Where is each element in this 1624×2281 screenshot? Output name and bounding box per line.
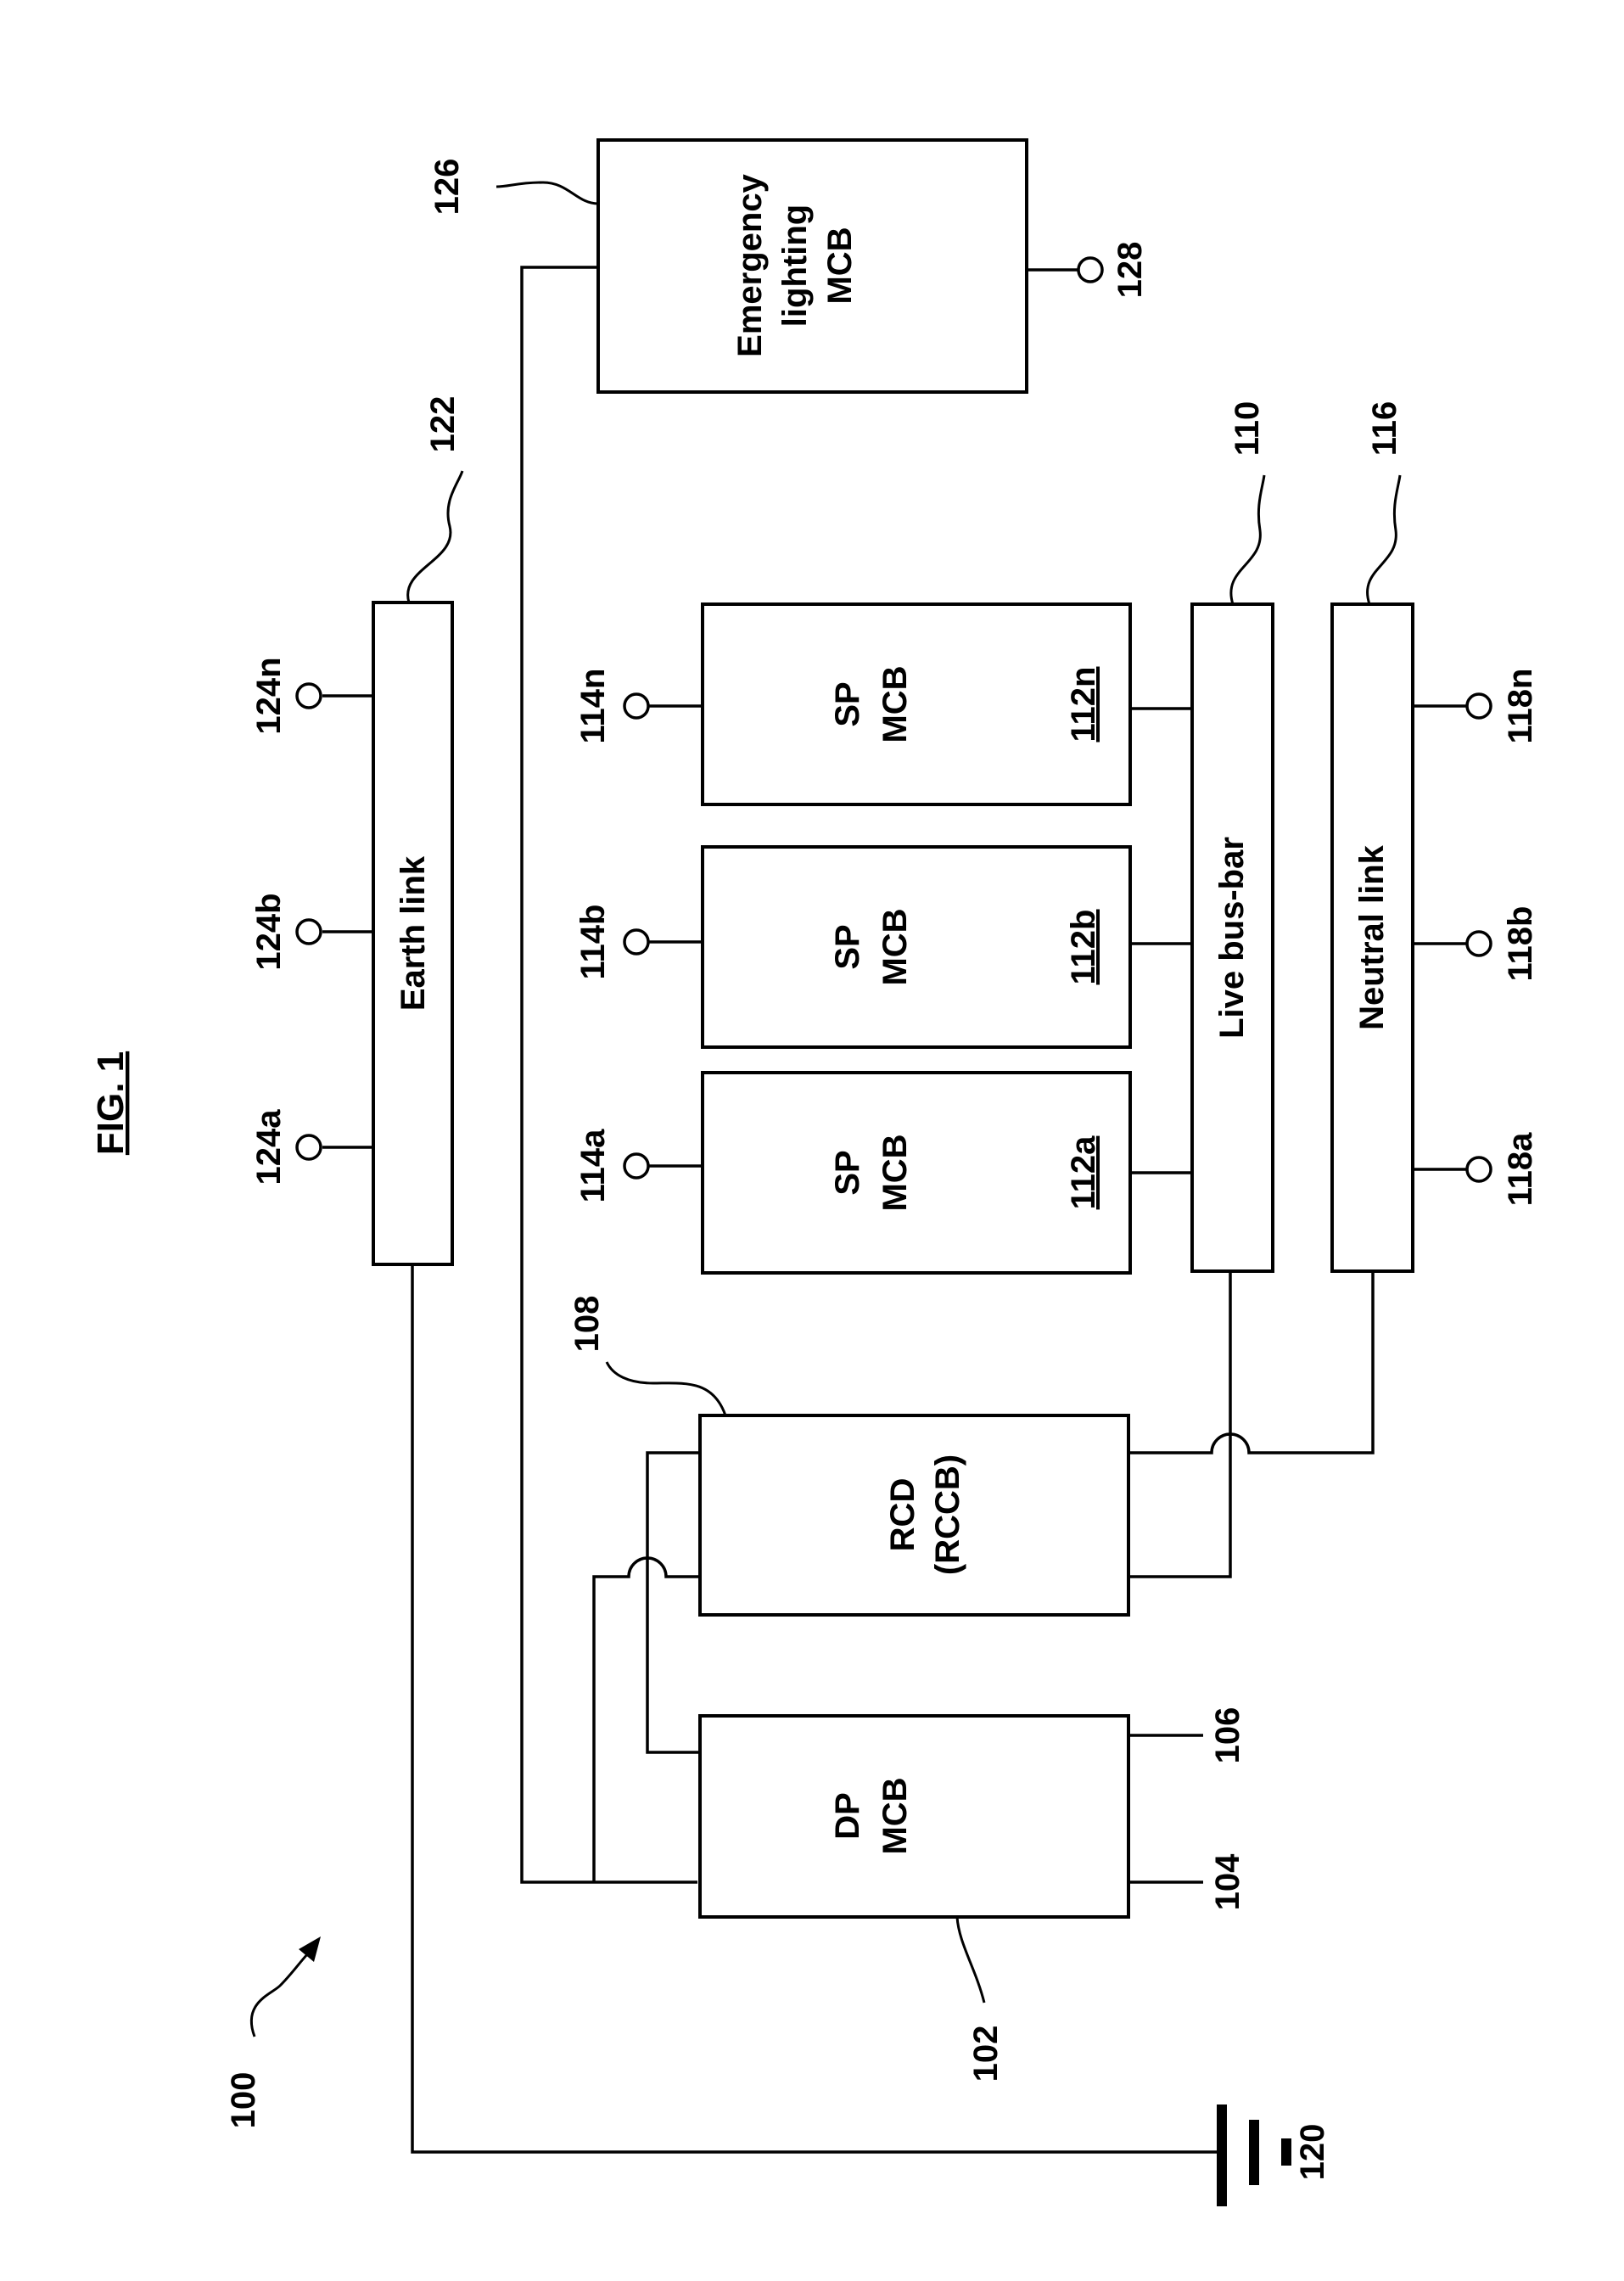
dp-terminal-b-label: 106 bbox=[1209, 1707, 1246, 1764]
dp-mcb: DP MCB bbox=[700, 1716, 1128, 1917]
earth-terminal-a-label: 124a bbox=[250, 1109, 288, 1185]
ground-ref: 120 bbox=[1294, 2124, 1331, 2181]
sp-mcb-a-id: 112a bbox=[1065, 1135, 1102, 1210]
emergency-mcb-line2: lighting bbox=[776, 205, 814, 327]
earth-terminal-a: 124a bbox=[250, 1109, 373, 1185]
earth-wire bbox=[412, 1264, 1222, 2152]
neutral-terminal-b: 118b bbox=[1413, 906, 1539, 982]
earth-link: Earth link bbox=[373, 602, 452, 1264]
sp-mcb-n-line2: MCB bbox=[876, 665, 914, 743]
figure-ref-label: 100 bbox=[225, 2072, 262, 2129]
rcd-ref: 108 bbox=[568, 1296, 606, 1353]
live-busbar-ref: 110 bbox=[1229, 401, 1266, 457]
emergency-mcb-ref: 126 bbox=[428, 159, 466, 216]
rcd-line1: RCD bbox=[884, 1478, 921, 1552]
dp-terminal-a-label: 104 bbox=[1209, 1853, 1246, 1910]
rcd-rccb: RCD (RCCB) bbox=[700, 1415, 1128, 1615]
earth-link-ref: 122 bbox=[424, 396, 462, 453]
neutral-terminal-a: 118a bbox=[1413, 1132, 1539, 1207]
sp-mcb-n-id: 112n bbox=[1065, 667, 1102, 743]
neutral-terminal-n-label: 118n bbox=[1502, 669, 1539, 744]
dp-mcb-line2: MCB bbox=[876, 1777, 914, 1854]
sp-terminal-n: 114n bbox=[574, 669, 703, 744]
neutral-terminal-n: 118n bbox=[1413, 669, 1539, 744]
earth-terminal-n-label: 124n bbox=[250, 657, 288, 734]
emergency-lighting-mcb: Emergency lighting MCB bbox=[598, 140, 1027, 392]
emergency-feed-wire bbox=[522, 267, 697, 1882]
sp-terminal-b-label: 114b bbox=[574, 905, 612, 980]
neutral-link-ref: 116 bbox=[1366, 401, 1403, 457]
neutral-link-label: Neutral link bbox=[1353, 844, 1391, 1030]
emergency-mcb-line1: Emergency bbox=[731, 173, 769, 356]
earth-terminal-b-label: 124b bbox=[250, 893, 288, 970]
sp-mcb-b: SP MCB 112b bbox=[703, 847, 1130, 1047]
live-busbar: Live bus-bar bbox=[1192, 604, 1273, 1271]
ground-icon bbox=[1222, 2104, 1286, 2206]
live-busbar-label: Live bus-bar bbox=[1213, 837, 1251, 1039]
rcd-line2: (RCCB) bbox=[929, 1454, 966, 1575]
sp-mcb-b-line2: MCB bbox=[876, 908, 914, 985]
earth-terminal-n: 124n bbox=[250, 657, 373, 734]
rcd-to-neutral-wire bbox=[1128, 1271, 1373, 1453]
sp-terminal-n-label: 114n bbox=[574, 669, 612, 744]
dp-mcb-ref: 102 bbox=[967, 2026, 1005, 2082]
figure-title: FIG. 1 bbox=[90, 1051, 132, 1155]
dp-to-rcd-wire-1 bbox=[647, 1453, 700, 1752]
sp-mcb-a-line1: SP bbox=[829, 1150, 866, 1195]
rcd-to-live-wire bbox=[1128, 1271, 1230, 1577]
emergency-mcb-line3: MCB bbox=[821, 227, 859, 304]
emergency-terminal: 128 bbox=[1027, 242, 1149, 299]
sp-mcb-n-line1: SP bbox=[829, 681, 866, 726]
sp-mcb-a-line2: MCB bbox=[876, 1134, 914, 1211]
sp-terminal-a-label: 114a bbox=[574, 1129, 612, 1203]
earth-terminal-b: 124b bbox=[250, 893, 373, 970]
sp-mcb-b-id: 112b bbox=[1065, 910, 1102, 985]
figure-reference: 100 bbox=[225, 1936, 321, 2128]
emergency-terminal-label: 128 bbox=[1112, 242, 1149, 299]
sp-mcb-a: SP MCB 112a bbox=[703, 1073, 1130, 1273]
sp-mcb-n: SP MCB 112n bbox=[703, 604, 1130, 804]
dp-mcb-line1: DP bbox=[829, 1792, 866, 1840]
sp-mcb-b-line1: SP bbox=[829, 924, 866, 969]
arrow-head-icon bbox=[299, 1936, 321, 1962]
neutral-terminal-b-label: 118b bbox=[1502, 906, 1539, 982]
sp-terminal-b: 114b bbox=[574, 905, 703, 980]
neutral-link: Neutral link bbox=[1332, 604, 1413, 1271]
earth-link-label: Earth link bbox=[395, 855, 432, 1011]
sp-terminal-a: 114a bbox=[574, 1129, 703, 1203]
neutral-terminal-a-label: 118a bbox=[1502, 1132, 1539, 1207]
